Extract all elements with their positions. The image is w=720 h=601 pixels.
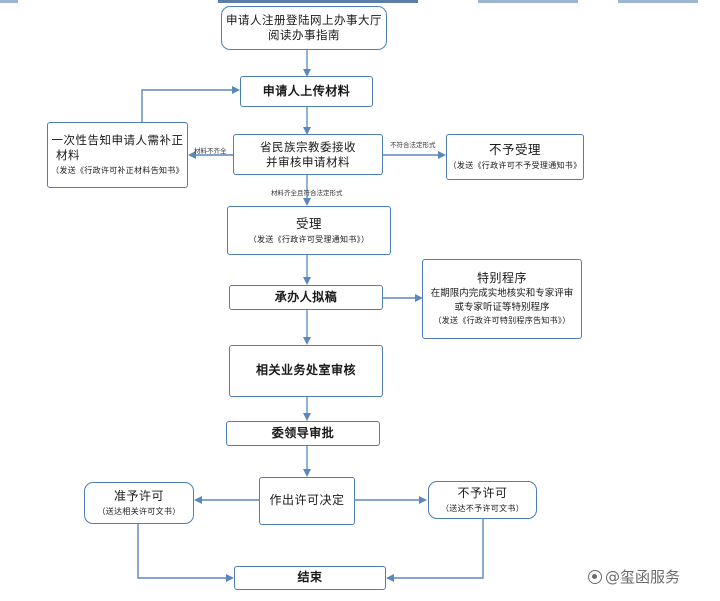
accept-sub: （发送《行政许可受理通知书》）	[248, 234, 370, 244]
leader-box: 委领导审批	[226, 421, 380, 446]
review-line-1: 省民族宗教委接收	[260, 139, 356, 154]
notify-title-line-1: 一次性告知申请人需补正	[51, 133, 184, 148]
reject-title: 不予受理	[488, 142, 541, 158]
end-box: 结束	[234, 566, 386, 590]
leader-title: 委领导审批	[271, 425, 335, 440]
accept-box: 受理 （发送《行政许可受理通知书》）	[227, 206, 391, 255]
special-title: 特别程序	[476, 271, 527, 286]
guide-line-1: 申请人注册登陆网上办事大厅	[226, 13, 382, 28]
accept-title: 受理	[295, 215, 322, 231]
approve-box: 准予许可 （送达相关许可文书）	[84, 482, 194, 524]
deny-title: 不予许可	[457, 485, 508, 500]
dept-box: 相关业务处室审核	[229, 345, 383, 397]
dept-title: 相关业务处室审核	[255, 363, 356, 378]
guide-box: 申请人注册登陆网上办事大厅 阅读办事指南	[221, 6, 387, 50]
label-invalid-form: 不符合法定形式	[390, 141, 436, 149]
top-edge-strip	[0, 0, 720, 3]
draft-box: 承办人拟稿	[229, 285, 383, 310]
label-incomplete: 材料不齐全	[194, 147, 227, 155]
special-sub: （发送《行政许可特别程序告知书》）	[433, 316, 571, 326]
special-box: 特别程序 在期限内完成实地核实和专家评审 或专家听证等特别程序 （发送《行政许可…	[422, 259, 582, 339]
special-line-2: 或专家听证等特别程序	[454, 301, 550, 313]
review-line-2: 并审核申请材料	[266, 154, 350, 169]
notify-sub: （发送《行政许可补正材料告知书》	[51, 166, 184, 176]
deny-box: 不予许可 （送达不予许可文书）	[428, 481, 537, 519]
end-title: 结束	[297, 570, 323, 585]
upload-box: 申请人上传材料	[240, 76, 373, 107]
deny-sub: （送达不予许可文书）	[441, 504, 524, 514]
draft-title: 承办人拟稿	[274, 289, 338, 304]
upload-title: 申请人上传材料	[262, 83, 351, 98]
approve-title: 准予许可	[113, 488, 164, 503]
decision-title: 作出许可决定	[269, 493, 345, 508]
approve-sub: （送达相关许可文书）	[97, 507, 181, 517]
reject-box: 不予受理 （发送《行政许可不予受理通知书》	[446, 134, 584, 180]
guide-line-2: 阅读办事指南	[268, 28, 340, 42]
watermark-text: @玺函服务	[605, 568, 681, 586]
notify-title-line-2: 材料	[56, 148, 80, 163]
watermark: @玺函服务	[588, 566, 680, 587]
decision-box: 作出许可决定	[259, 477, 355, 525]
reject-sub: （发送《行政许可不予受理通知书》	[448, 161, 582, 171]
watermark-icon	[588, 569, 602, 584]
label-complete: 材料齐全且符合法定形式	[271, 189, 343, 197]
special-line-1: 在期限内完成实地核实和专家评审	[430, 287, 574, 299]
notify-box: 一次性告知申请人需补正 材料 （发送《行政许可补正材料告知书》	[47, 122, 188, 188]
review-box: 省民族宗教委接收 并审核申请材料	[233, 134, 383, 175]
